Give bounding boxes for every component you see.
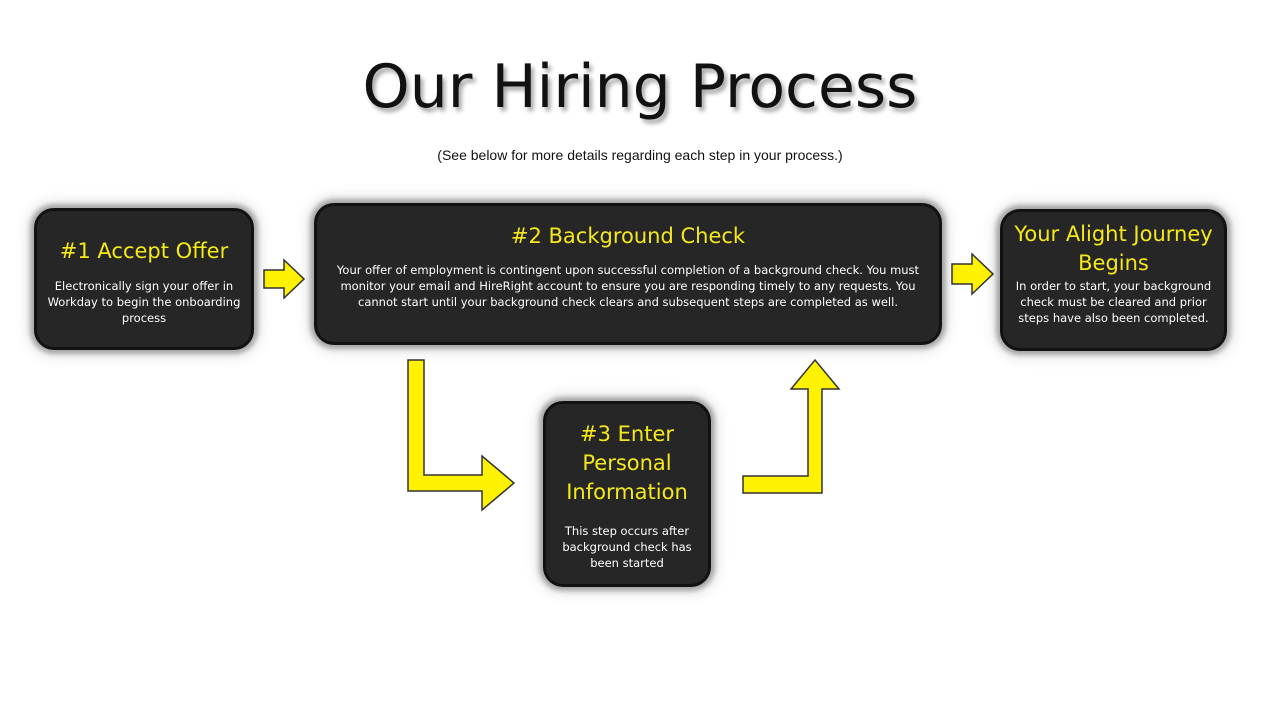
step-description: Your offer of employment is contingent u…	[336, 263, 920, 309]
step-journey-begins: Your Alight Journey Begins In order to s…	[1000, 209, 1227, 351]
step-description: This step occurs after background check …	[562, 524, 692, 570]
page-subtitle: (See below for more details regarding ea…	[437, 147, 843, 163]
step-title: #2 Background Check	[510, 224, 746, 248]
step-description: Electronically sign your offer in Workda…	[47, 279, 241, 325]
arrow-step3-to-step2	[742, 358, 841, 494]
arrow-step1-to-step2	[263, 258, 306, 300]
step-description: In order to start, your background check…	[1015, 279, 1212, 325]
step-enter-personal-information: #3 Enter Personal Information This step …	[543, 401, 711, 587]
page-title: Our Hiring Process	[362, 52, 918, 122]
arrow-step2-to-step4	[951, 252, 995, 296]
arrow-step2-to-step3	[407, 359, 516, 512]
step-title: #3 Enter Personal Information	[566, 422, 688, 504]
step-title: #1 Accept Offer	[59, 239, 229, 263]
step-background-check: #2 Background Check Your offer of employ…	[314, 203, 942, 345]
step-accept-offer: #1 Accept Offer Electronically sign your…	[34, 208, 254, 350]
step-title: Your Alight Journey Begins	[1014, 222, 1213, 275]
